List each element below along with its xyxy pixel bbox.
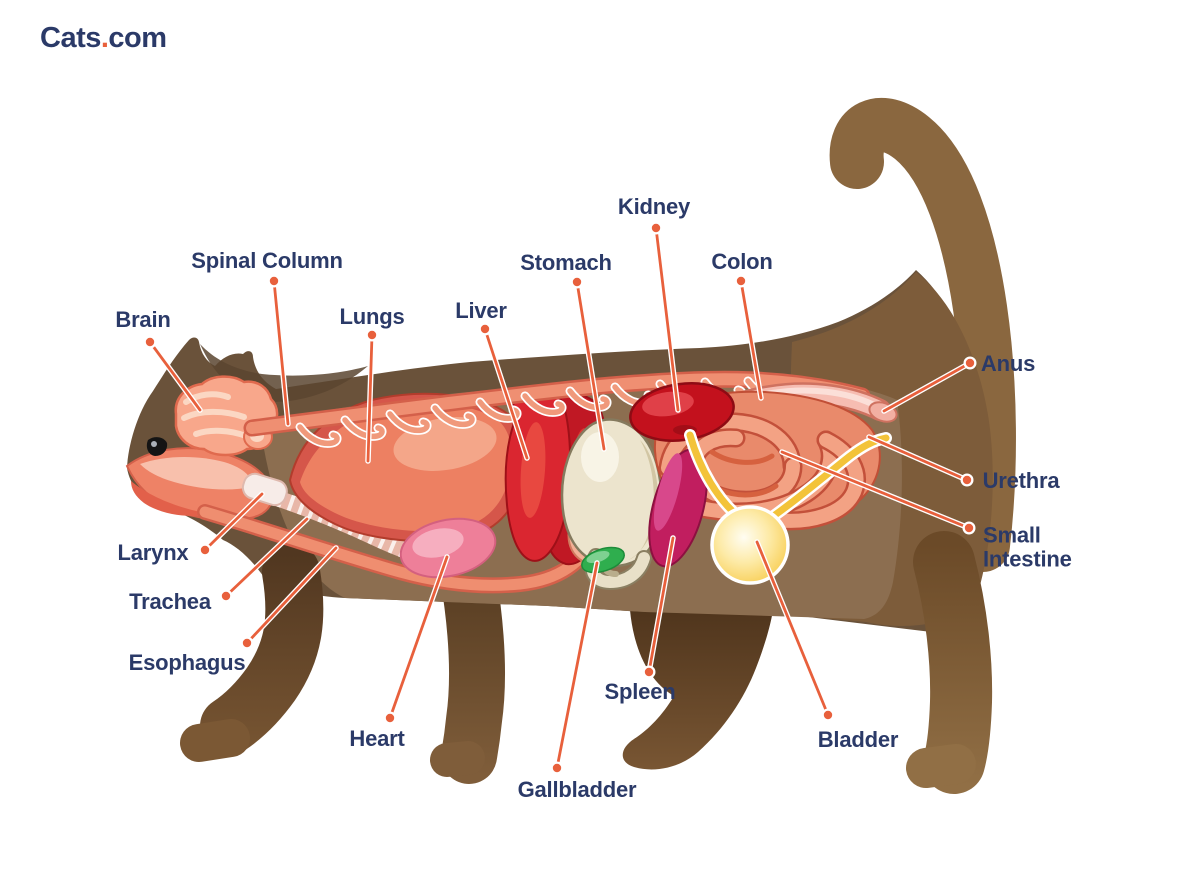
cat-muzzle — [125, 447, 274, 521]
spleen-illustration — [648, 448, 708, 568]
leader-dot-spleen — [644, 667, 654, 677]
leader-dot-stomach — [572, 277, 582, 287]
cat-near-front-paw — [180, 719, 250, 762]
cat-eye-glint — [151, 441, 157, 447]
rib-icon — [567, 388, 610, 411]
kidney-illustration — [629, 382, 735, 442]
leader-dot-small-intestine — [964, 523, 974, 533]
leader-dot-kidney — [651, 223, 661, 233]
lungs-illustration — [288, 392, 525, 543]
rib-icon — [387, 411, 430, 434]
cats-com-logo: Cats.com — [40, 22, 167, 55]
leader-dot-bladder — [823, 710, 833, 720]
leader-line-bladder — [755, 540, 830, 717]
leader-dot-brain — [145, 337, 155, 347]
logo-text-primary: Cats — [40, 22, 101, 54]
leader-line-kidney — [654, 226, 680, 412]
rib-icon — [297, 424, 340, 447]
cat-far-front-paw — [430, 741, 485, 777]
leader-line-heart — [388, 555, 449, 720]
leader-line-gallbladder — [555, 561, 599, 770]
leader-dot-urethra — [962, 475, 972, 485]
leader-dot-heart — [385, 713, 395, 723]
leader-dot-liver — [480, 324, 490, 334]
leader-lines — [143, 221, 977, 775]
cat-near-hind-leg — [906, 531, 993, 794]
leader-line-colon — [739, 279, 763, 400]
logo-dot: . — [100, 22, 109, 54]
leader-line-larynx — [203, 492, 264, 552]
leader-line-esophagus — [245, 546, 338, 645]
leader-line-spinal-column — [272, 279, 290, 426]
gallbladder-illustration — [581, 546, 625, 574]
bladder-orb — [710, 505, 790, 585]
leader-dot-larynx — [200, 545, 210, 555]
leader-dot-gallbladder — [552, 763, 562, 773]
leader-line-anus — [882, 361, 972, 413]
esophagus-tube — [199, 506, 598, 591]
rib-icon — [432, 405, 475, 428]
larynx-illustration — [241, 472, 288, 507]
logo-text-suffix: com — [108, 22, 167, 54]
leader-dot-trachea — [221, 591, 231, 601]
leader-line-lungs — [366, 333, 374, 463]
cat-eye — [146, 437, 168, 456]
leader-line-stomach — [575, 280, 606, 451]
rib-icon — [342, 417, 385, 440]
brain-illustration — [174, 375, 279, 457]
leader-dot-lungs — [367, 330, 377, 340]
rib-icon — [522, 393, 565, 416]
leader-line-liver — [483, 327, 529, 460]
leader-line-brain — [148, 340, 202, 412]
leader-line-urethra — [867, 435, 969, 482]
leader-line-small-intestine — [780, 450, 971, 530]
cat-upper-lip — [140, 456, 252, 490]
bladder-illustration — [684, 429, 892, 585]
cat-near-front-leg — [180, 543, 324, 762]
leader-dot-colon — [736, 276, 746, 286]
leader-line-spleen — [647, 536, 675, 674]
heart-illustration — [399, 517, 497, 579]
leader-dot-esophagus — [242, 638, 252, 648]
leader-dot-spinal-column — [269, 276, 279, 286]
cat-far-hind-leg — [622, 610, 773, 770]
cat-far-front-leg — [430, 547, 506, 784]
leader-dot-anus — [965, 358, 975, 368]
leader-line-trachea — [224, 517, 309, 598]
cat-near-hind-paw — [906, 744, 976, 788]
